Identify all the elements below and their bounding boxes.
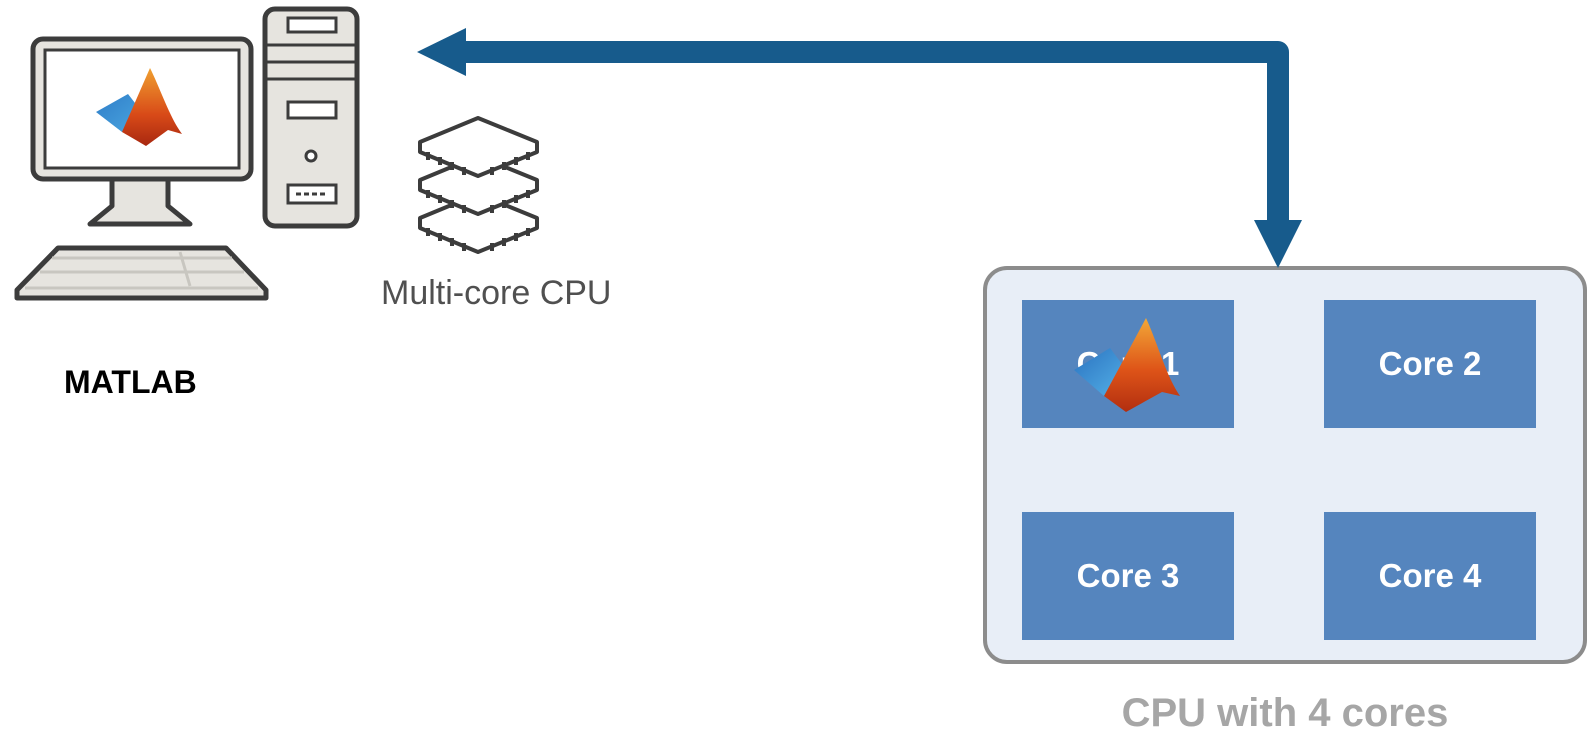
core-3-box: Core 3 [1022, 512, 1234, 640]
core-2-box: Core 2 [1324, 300, 1536, 428]
multicore-label: Multi-core CPU [381, 274, 612, 312]
core-3-label: Core 3 [1076, 557, 1180, 594]
core-4-box: Core 4 [1324, 512, 1536, 640]
client-label: MATLAB [64, 364, 197, 400]
cpu-label: CPU with 4 cores [1121, 691, 1449, 735]
core-4-label: Core 4 [1378, 557, 1482, 594]
core-1-box: Core 1 [1022, 300, 1234, 428]
core-1-label: Core 1 [1076, 345, 1180, 382]
core-2-label: Core 2 [1378, 345, 1482, 382]
